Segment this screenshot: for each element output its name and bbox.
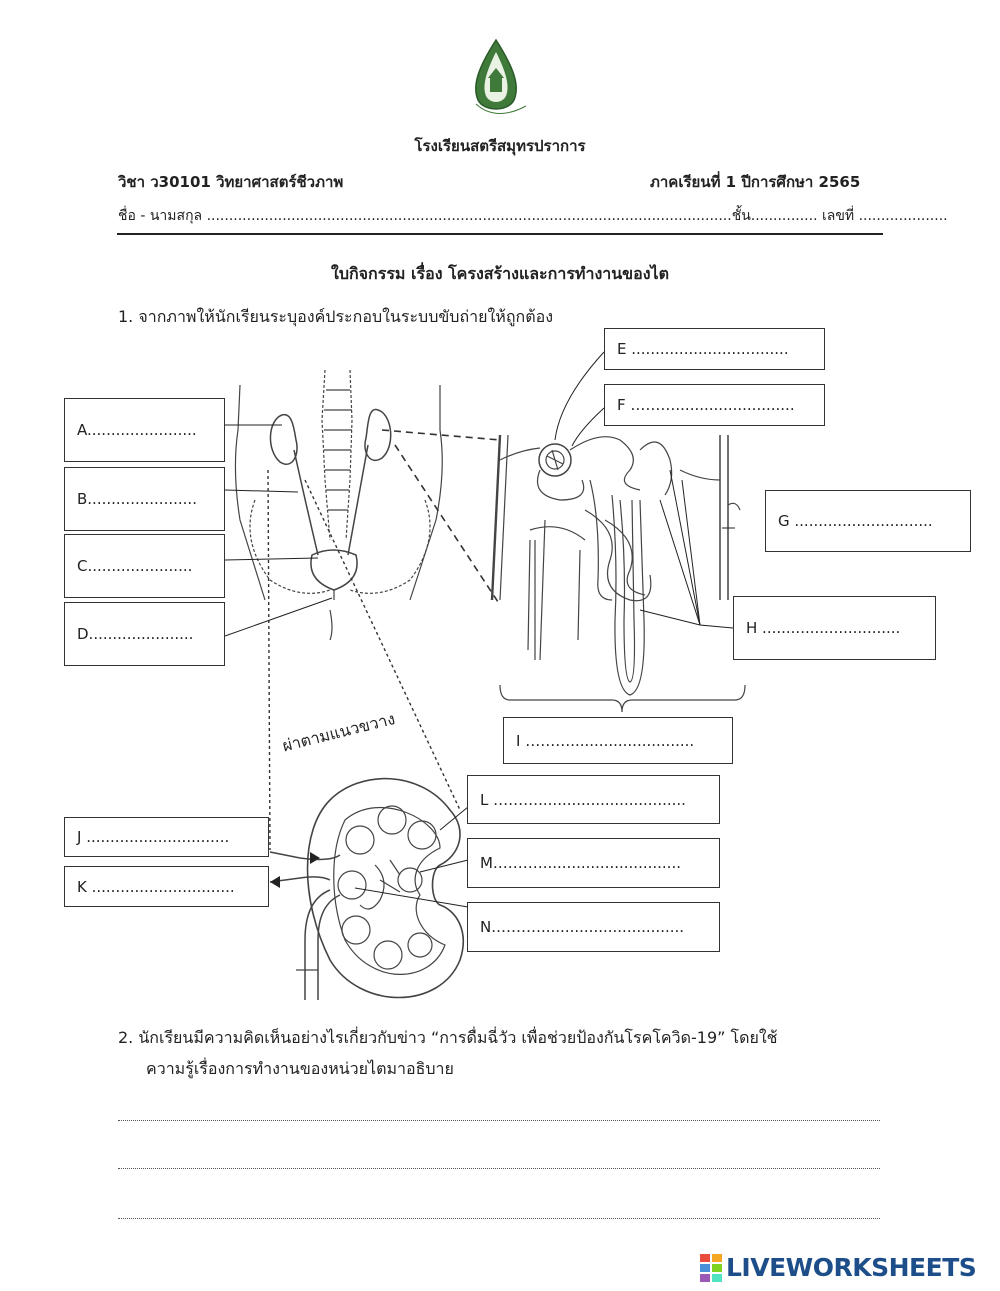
question-2-line2: ความรู้เรื่องการทำงานของหน่วยไตมาอธิบาย	[146, 1057, 454, 1082]
label-box-m[interactable]: M.……….............................	[467, 838, 720, 888]
label-box-c[interactable]: C......................	[64, 534, 225, 598]
label-box-g[interactable]: G .............................	[765, 490, 971, 552]
label-box-a[interactable]: A.......................	[64, 398, 225, 462]
body-outline-right	[410, 385, 442, 600]
liveworksheets-cubes-icon	[700, 1254, 724, 1282]
liveworksheets-logo: LIVEWORKSHEETS	[700, 1253, 976, 1282]
label-box-k[interactable]: K ..............................	[64, 866, 269, 907]
label-box-f[interactable]: F ……….........................	[604, 384, 825, 426]
label-box-d[interactable]: D......................	[64, 602, 225, 666]
question-2-line1: 2. นักเรียนมีความคิดเห็นอย่างไรเกี่ยวกับ…	[118, 1026, 778, 1051]
label-box-n[interactable]: N.………..............................	[467, 902, 720, 952]
label-box-e[interactable]: E .................................	[604, 328, 825, 370]
label-box-l[interactable]: L ………...............................	[467, 775, 720, 824]
label-box-h[interactable]: H .............................	[733, 596, 936, 660]
label-box-j[interactable]: J ..............................	[64, 817, 269, 857]
body-outline-left	[235, 385, 265, 600]
liveworksheets-brand: LIVEWORKSHEETS	[726, 1253, 976, 1282]
answer-line-2[interactable]	[118, 1168, 880, 1169]
answer-line-3[interactable]	[118, 1218, 880, 1219]
label-box-i[interactable]: I ………..........................	[503, 717, 733, 764]
label-box-b[interactable]: B.......................	[64, 467, 225, 531]
answer-line-1[interactable]	[118, 1120, 880, 1121]
